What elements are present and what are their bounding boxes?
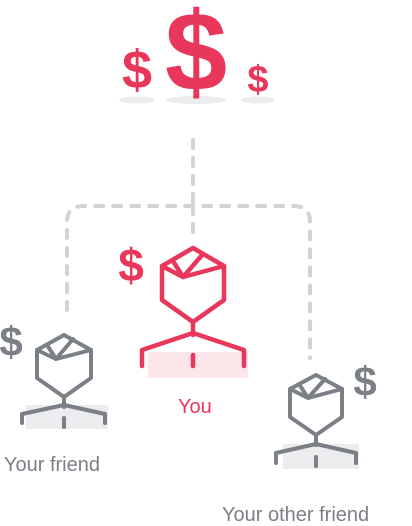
you-person: $ — [118, 239, 248, 378]
you-label: You — [178, 396, 212, 418]
connector-lines — [65, 138, 312, 360]
dollar-icon-center: $ — [165, 0, 227, 114]
dollar-icon-right: $ — [247, 59, 268, 101]
you-shadow — [148, 352, 248, 378]
friend-dollar-icon: $ — [0, 318, 23, 365]
dollar-icon-left: $ — [122, 40, 152, 100]
money-shadow-right — [241, 96, 275, 104]
you-person-icon — [139, 245, 247, 369]
you-dollar-icon: $ — [118, 239, 144, 291]
friend-person: $ — [0, 318, 108, 429]
friend-person-icon — [20, 333, 107, 429]
other-friend-person: $ — [274, 358, 377, 469]
other-friend-dollar-icon: $ — [353, 358, 376, 405]
money-cluster: $ $ $ — [119, 0, 275, 114]
friend-label: Your friend — [4, 454, 100, 476]
other-friend-label: Your other friend — [222, 504, 370, 526]
money-shadow-center — [166, 96, 226, 104]
other-friend-person-icon — [274, 373, 358, 468]
connector-branch — [65, 204, 312, 360]
money-shadow-left — [119, 96, 155, 104]
